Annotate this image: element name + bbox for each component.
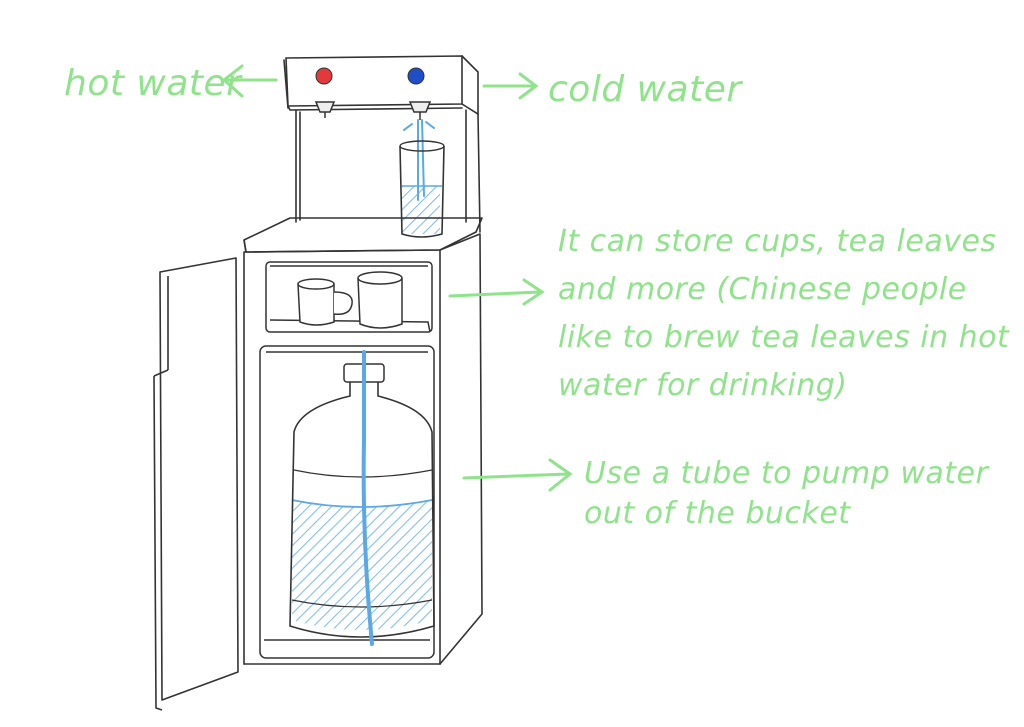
arrow-tube bbox=[462, 458, 573, 492]
hot-water-button-icon[interactable] bbox=[315, 67, 333, 85]
bucket-compartment bbox=[259, 345, 435, 659]
tube-label: Use a tube to pump water out of the buck… bbox=[584, 456, 989, 531]
cold-water-button-icon[interactable] bbox=[407, 67, 425, 85]
cup-icon bbox=[297, 278, 353, 326]
dispenser-cabinet bbox=[243, 233, 483, 665]
dispenser-upper-body bbox=[295, 109, 481, 233]
dispenser-counter-top bbox=[243, 217, 483, 253]
arrow-cold-water bbox=[482, 72, 539, 100]
cold-water-label: cold water bbox=[548, 69, 742, 110]
dispenser-top-panel bbox=[283, 55, 479, 116]
hot-water-label: hot water bbox=[64, 63, 242, 104]
arrow-hot-water bbox=[221, 64, 278, 98]
drinking-glass bbox=[399, 140, 445, 238]
hot-water-tap[interactable] bbox=[314, 101, 336, 118]
mug-icon bbox=[357, 271, 403, 329]
pump-tube bbox=[361, 350, 374, 646]
cold-water-tap[interactable] bbox=[408, 101, 432, 120]
cabinet-door[interactable] bbox=[153, 257, 239, 711]
arrow-storage bbox=[448, 278, 545, 306]
storage-label: It can store cups, tea leaves and more (… bbox=[558, 224, 1010, 403]
